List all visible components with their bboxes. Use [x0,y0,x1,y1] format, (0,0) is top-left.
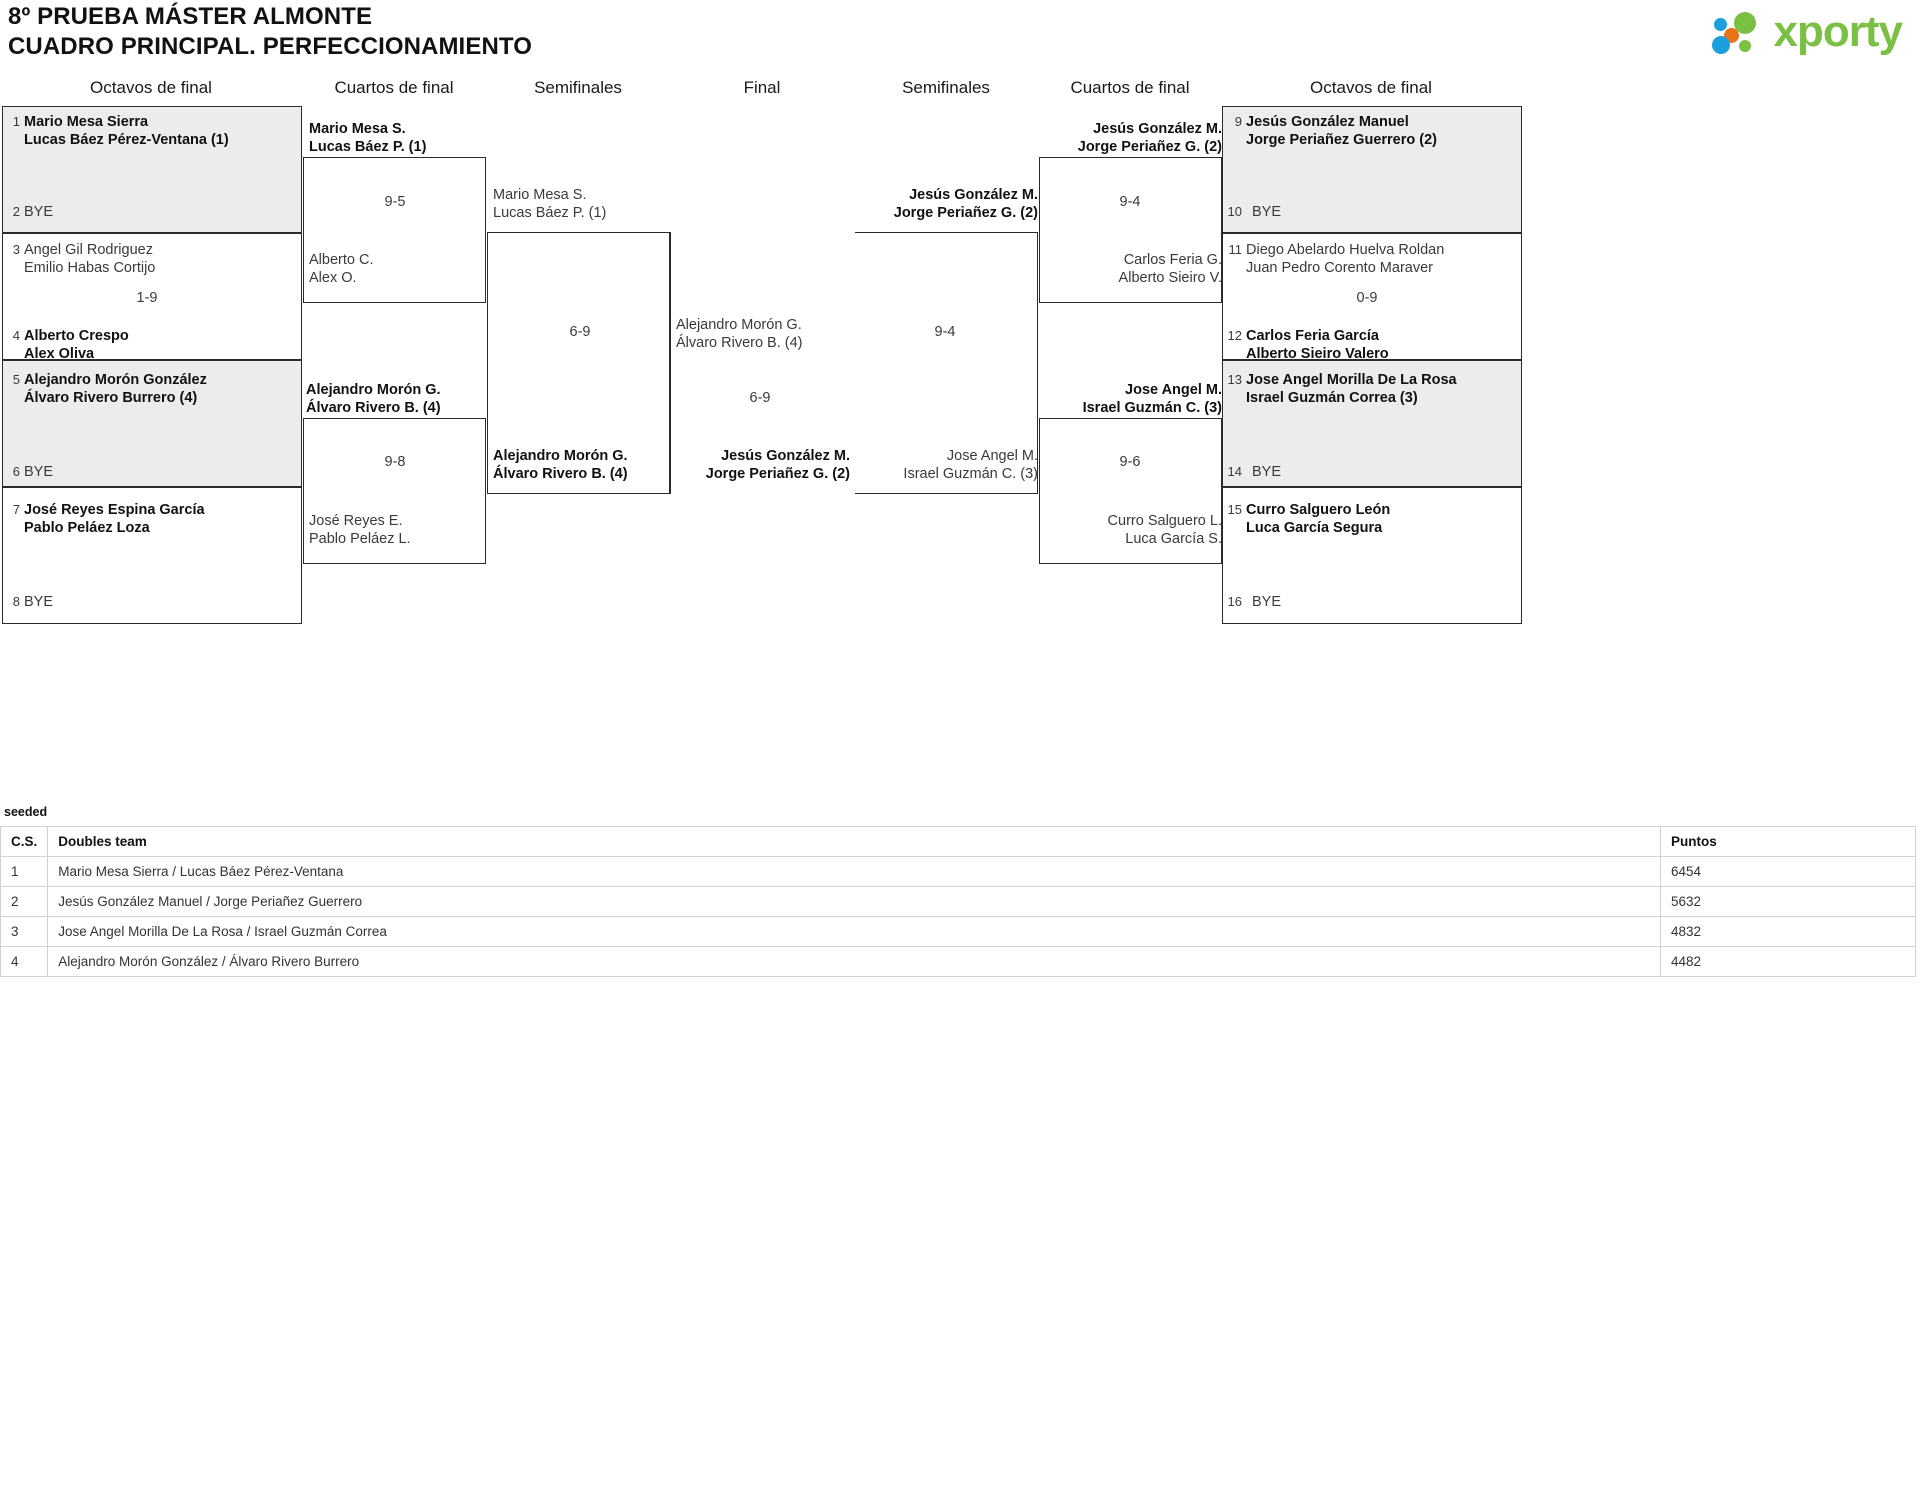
score-l-r16-2: 1-9 [136,290,158,306]
logo-dots-icon [1711,9,1766,55]
table-row[interactable]: 4 Alejandro Morón González / Álvaro Rive… [0,946,1916,977]
advancer-lsf-top: Mario Mesa S. Lucas Báez P. (1) [493,187,607,221]
cell-puntos: 5632 [1660,886,1916,917]
round-heading-left-r16: Octavos de final [90,78,212,97]
advancer-rqf-bottom: Carlos Feria G. Alberto Sieiro V. [1118,252,1222,286]
round-heading-right-sf: Semifinales [902,78,990,97]
bracket-box-r3[interactable] [1222,360,1522,487]
team-slot-16[interactable]: 16 BYE [1227,594,1282,610]
team-slot-8[interactable]: 8 BYE [12,594,54,610]
score-lsf: 6-9 [569,324,591,340]
logo-wordmark: xporty [1773,7,1903,56]
score-rsf: 9-4 [934,324,956,340]
round-heading-left-qf: Cuartos de final [334,78,454,97]
column-header-team: Doubles team [47,826,1661,857]
bracket-box-l1[interactable] [2,106,302,233]
table-header-row: C.S. Doubles team Puntos [0,826,1916,857]
final-champion: Jesús González M. Jorge Periañez G. (2) [705,448,850,482]
cell-puntos: 6454 [1660,856,1916,887]
bracket-box-r1[interactable] [1222,106,1522,233]
advancer-rqf2-top: Jose Angel M. Israel Guzmán C. (3) [1082,382,1222,416]
score-rqf-1: 9-4 [1119,194,1141,210]
team-slot-12[interactable]: 12 Carlos Feria García Alberto Sieiro Va… [1227,328,1389,362]
table-row[interactable]: 2 Jesús González Manuel / Jorge Periañez… [0,886,1916,917]
bracket-box-lqf1[interactable] [303,157,486,303]
team-slot-14[interactable]: 14 BYE [1227,464,1282,480]
cell-team: Mario Mesa Sierra / Lucas Báez Pérez-Ven… [47,856,1661,887]
team-slot-2[interactable]: 2 BYE [12,204,54,220]
advancer-rsf-bottom: Jose Angel M. Israel Guzmán C. (3) [903,448,1038,482]
team-slot-6[interactable]: 6 BYE [12,464,54,480]
cell-team: Jesús González Manuel / Jorge Periañez G… [47,886,1661,917]
column-header-puntos: Puntos [1660,826,1916,857]
round-heading-left-sf: Semifinales [534,78,622,97]
advancer-rqf2-bottom: Curro Salguero L. Luca García S. [1107,513,1222,547]
score-rqf-2: 9-6 [1119,454,1141,470]
team-slot-9[interactable]: 9 Jesús González Manuel Jorge Periañez G… [1234,114,1437,148]
cell-cs: 4 [0,946,49,977]
score-lqf-2: 9-8 [384,454,406,470]
team-slot-3[interactable]: 3 Angel Gil Rodriguez Emilio Habas Corti… [12,242,156,276]
advancer-rsf-top: Jesús González M. Jorge Periañez G. (2) [893,187,1038,221]
team-slot-4[interactable]: 4 Alberto Crespo Alex Oliva [12,328,129,362]
team-slot-13[interactable]: 13 Jose Angel Morilla De La Rosa Israel … [1227,372,1457,406]
bracket-box-rqf2[interactable] [1039,418,1222,564]
page-title: 8º PRUEBA MÁSTER ALMONTE CUADRO PRINCIPA… [8,2,908,62]
table-row[interactable]: 3 Jose Angel Morilla De La Rosa / Israel… [0,916,1916,947]
bracket-box-rsf[interactable] [855,232,1038,494]
bracket-box-l4[interactable] [2,487,302,624]
title-line-2: CUADRO PRINCIPAL. PERFECCIONAMIENTO [8,33,532,60]
cell-team: Alejandro Morón González / Álvaro Rivero… [47,946,1661,977]
team-slot-11[interactable]: 11 Diego Abelardo Huelva Roldan Juan Ped… [1228,242,1445,276]
team-slot-1[interactable]: 1 Mario Mesa Sierra Lucas Báez Pérez-Ven… [12,114,229,148]
cell-puntos: 4832 [1660,916,1916,947]
advancer-lqf2-top: Alejandro Morón G. Álvaro Rivero B. (4) [306,382,441,416]
seeded-teams-table: C.S. Doubles team Puntos 1 Mario Mesa Si… [0,826,1916,977]
final-entrant-left: Alejandro Morón G. Álvaro Rivero B. (4) [676,317,803,351]
team-slot-5[interactable]: 5 Alejandro Morón González Álvaro Rivero… [12,372,207,406]
xporty-logo: xporty [1711,6,1903,58]
cell-cs: 2 [0,886,49,917]
round-heading-right-r16: Octavos de final [1310,78,1432,97]
cell-team: Jose Angel Morilla De La Rosa / Israel G… [47,916,1661,947]
round-heading-final: Final [743,78,781,97]
bracket-box-rqf1[interactable] [1039,157,1222,303]
team-slot-10[interactable]: 10 BYE [1227,204,1282,220]
score-lqf-1: 9-5 [384,194,406,210]
bracket-box-l2[interactable] [2,233,302,360]
score-r-r16-2: 0-9 [1356,290,1378,306]
cell-cs: 3 [0,916,49,947]
title-line-1: 8º PRUEBA MÁSTER ALMONTE [8,3,373,30]
bracket-box-r2[interactable] [1222,233,1522,360]
cell-cs: 1 [0,856,49,887]
bracket-box-lqf2[interactable] [303,418,486,564]
bracket-box-l3[interactable] [2,360,302,487]
seeded-label: seeded [4,805,48,819]
team-slot-15[interactable]: 15 Curro Salguero León Luca García Segur… [1227,502,1391,536]
final-left-rail [670,232,671,494]
advancer-lsf-bottom: Alejandro Morón G. Álvaro Rivero B. (4) [493,448,628,482]
table-row[interactable]: 1 Mario Mesa Sierra / Lucas Báez Pérez-V… [0,856,1916,887]
bracket-box-lsf[interactable] [487,232,670,494]
advancer-rqf-top: Jesús González M. Jorge Periañez G. (2) [1077,121,1222,155]
advancer-lqf-top: Mario Mesa S. Lucas Báez P. (1) [309,121,427,155]
cell-puntos: 4482 [1660,946,1916,977]
team-slot-7[interactable]: 7 José Reyes Espina García Pablo Peláez … [12,502,205,536]
advancer-lqf2-bottom: José Reyes E. Pablo Peláez L. [309,513,411,547]
column-header-cs: C.S. [0,826,49,857]
round-heading-right-qf: Cuartos de final [1070,78,1190,97]
score-final: 6-9 [749,390,771,406]
bracket-box-r4[interactable] [1222,487,1522,624]
advancer-lqf-bottom: Alberto C. Alex O. [309,252,374,286]
